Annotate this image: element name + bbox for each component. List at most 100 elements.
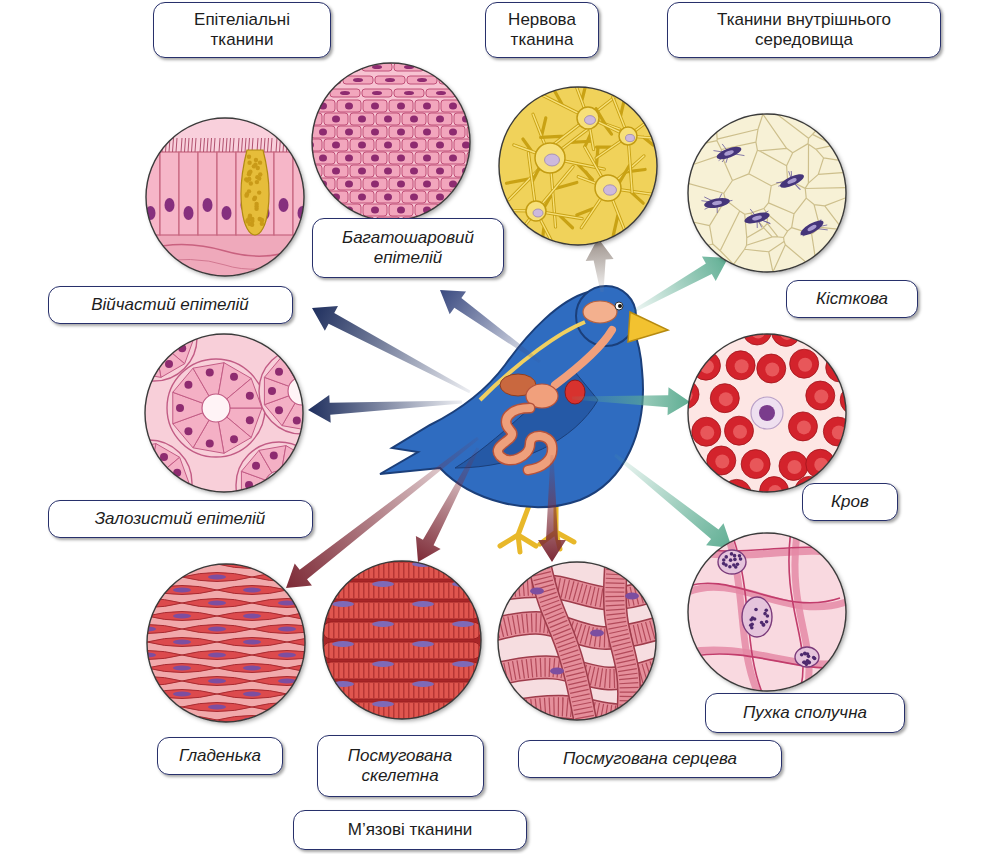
skeletal-muscle-picture-part-part [323, 662, 481, 679]
ciliated-epithelium-picture-part [146, 118, 304, 276]
glandular-epithelium-picture-part-part [122, 460, 130, 468]
nervous-tissue-picture-part-part [535, 143, 565, 173]
glandular-epithelium-picture-part-part [282, 352, 309, 379]
skeletal-muscle-picture-part-part [323, 563, 481, 578]
stratified-epithelium-picture-part-part [332, 116, 340, 123]
stratified-epithelium-picture-part-part [471, 76, 501, 84]
bone-tissue-picture-part-part [688, 114, 846, 272]
stratified-epithelium-picture-part-part [324, 139, 348, 151]
blood-picture-part-part [788, 412, 817, 441]
ciliated-epithelium-picture-part-part [242, 138, 243, 152]
stratified-epithelium-picture-part-part [454, 191, 478, 203]
arrow-group [286, 238, 732, 588]
blood-picture-part-part [854, 455, 868, 469]
stratified-epithelium-picture-part-part [397, 181, 405, 188]
glandular-epithelium-picture-part-part [116, 343, 147, 373]
stratified-epithelium-picture-part-part [488, 194, 496, 201]
blood-picture-part-part [750, 458, 764, 472]
glandular-epithelium-picture-part-part [290, 459, 319, 485]
smooth-muscle-picture-part-part [217, 612, 287, 621]
blood-picture-part-part [811, 316, 840, 345]
stratified-epithelium-picture-part-part [332, 168, 340, 175]
glandular-epithelium-picture-part-part [270, 451, 278, 459]
blood-picture-part-part [719, 392, 733, 406]
stratified-epithelium-picture-part-part [345, 103, 353, 110]
nervous-tissue-picture-part-part [604, 185, 617, 195]
blood-picture-part-part [670, 380, 699, 409]
stratified-epithelium-picture-part-part [462, 194, 470, 201]
smooth-muscle-picture-part-part [252, 599, 322, 608]
ciliated-epithelium-picture-part-part [247, 160, 251, 164]
smooth-muscle-picture-part-part [173, 692, 191, 697]
blood-picture-part-part [722, 479, 751, 508]
smooth-muscle-picture-part-part [77, 612, 147, 621]
stratified-epithelium-picture-part-part [311, 178, 335, 190]
bone-tissue-picture-part [688, 114, 846, 272]
skeletal-muscle-picture-part-part [323, 642, 481, 659]
smooth-muscle-picture-part-part [77, 586, 147, 595]
ciliated-epithelium-picture-part-part [165, 198, 175, 212]
glandular-epithelium-picture [106, 295, 345, 528]
loose-connective-picture-part-part [803, 652, 807, 656]
stratified-epithelium-picture-part-part [475, 129, 483, 136]
label-text: М’язові тканини [348, 820, 473, 840]
ciliated-epithelium-picture-part-part [219, 138, 220, 152]
ciliated-epithelium-picture-part-part [238, 138, 239, 152]
ciliated-epithelium-picture-part-part [185, 138, 186, 152]
blood-picture-part-part [845, 447, 874, 476]
smooth-muscle-picture-part-part [313, 718, 331, 723]
loose-connective-picture-part-part [733, 554, 737, 558]
smooth-muscle-picture-part-part [173, 666, 191, 671]
ciliated-epithelium-picture-part-part [248, 170, 252, 174]
bird-illustration-part [628, 312, 668, 342]
stratified-epithelium-picture-part-part [423, 181, 431, 188]
stratified-epithelium-picture-part-part [402, 165, 426, 177]
nervous-tissue-picture-part-part [577, 107, 599, 129]
smooth-muscle-picture-part-part [208, 653, 226, 658]
stratified-epithelium-picture-part-part [475, 181, 483, 188]
stratified-epithelium-picture-part-part [467, 126, 491, 138]
skeletal-muscle-picture-part [323, 561, 481, 719]
smooth-muscle-picture-part-part [173, 640, 191, 645]
tissue-arrow [308, 395, 462, 423]
stratified-epithelium-picture-part-part [376, 139, 400, 151]
bone-tissue-picture-part-part [724, 149, 735, 156]
bone-tissue-picture-part-part [743, 210, 770, 225]
blood-picture-part-part [715, 455, 729, 469]
stratified-epithelium-picture-part-part [306, 116, 314, 123]
ciliated-epithelium-picture-part-part [271, 138, 272, 152]
ciliated-epithelium-picture-part-part [264, 138, 265, 152]
tissue-illustrations [77, 63, 874, 730]
blood-picture-part-part [683, 327, 697, 341]
loose-connective-picture-part-part [765, 620, 769, 624]
smooth-muscle-picture-part-part [182, 573, 252, 582]
ciliated-epithelium-picture-part-part [256, 166, 260, 170]
smooth-muscle-picture-part-part [147, 612, 217, 621]
blood-picture-part-part [806, 381, 835, 410]
stratified-epithelium-picture-part-part [394, 89, 424, 97]
tissue-arrow [631, 257, 728, 314]
label-box: Залозистий епітелій [48, 500, 313, 538]
ciliated-epithelium-picture-part-part [203, 198, 213, 212]
ciliated-epithelium-picture-part-part [254, 204, 258, 208]
stratified-epithelium-picture-part-part [363, 100, 387, 112]
stratified-epithelium-picture-part-part [350, 165, 374, 177]
glandular-epithelium-picture-part [145, 334, 303, 492]
tissue-arrow [572, 387, 690, 415]
blood-picture-part-part [751, 325, 765, 339]
bone-tissue-picture-part-part [787, 177, 798, 185]
stratified-epithelium-picture-part [312, 63, 470, 221]
loose-connective-picture-part-part [728, 565, 732, 569]
cardiac-muscle-picture-part-part [615, 552, 629, 730]
loose-connective-picture-part-part [812, 656, 816, 660]
nervous-tissue-picture-part-part [626, 134, 635, 141]
stratified-epithelium-picture-part-part [407, 76, 437, 84]
loose-connective-picture-part-part [803, 652, 807, 656]
cardiac-muscle-picture-part-part [488, 623, 666, 638]
loose-connective-picture-part-part [718, 550, 746, 574]
smooth-muscle-picture-part-part [173, 562, 191, 567]
stratified-epithelium-picture-part-part [415, 100, 439, 112]
cardiac-muscle-picture-part-part [550, 668, 564, 675]
bird-illustration-part [498, 408, 552, 470]
cardiac-muscle-picture-part-part [488, 623, 666, 638]
